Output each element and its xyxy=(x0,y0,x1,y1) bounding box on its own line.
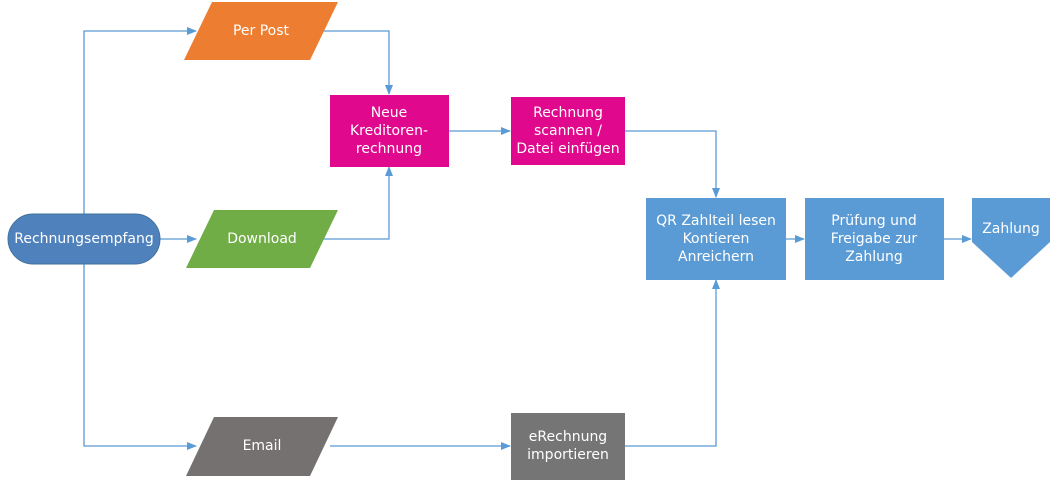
node-label-line: Freigabe zur xyxy=(831,231,918,247)
node-erechnung-importieren: eRechnung importieren xyxy=(511,413,625,480)
node-label-line: Rechnungsempfang xyxy=(14,231,154,247)
node-label-line: Datei einfügen xyxy=(516,141,619,157)
node-label-line: Kreditoren- xyxy=(350,123,428,139)
node-rechnung-scannen: Rechnung scannen / Datei einfügen xyxy=(511,97,625,165)
node-label-line: Neue xyxy=(371,105,408,121)
node-label-line: Anreichern xyxy=(678,249,754,265)
node-label-line: Zahlung xyxy=(982,221,1040,237)
parallelogram-shape xyxy=(186,417,338,476)
node-label-line: Per Post xyxy=(233,23,290,39)
connector-start-to-per-post xyxy=(83,27,197,214)
parallelogram-shape xyxy=(186,210,338,268)
node-label-line: scannen / xyxy=(534,123,602,139)
node-label-line: Prüfung und xyxy=(831,213,916,229)
node-label-line: eRechnung xyxy=(529,429,607,445)
node-label-erechnung-importieren: eRechnung importieren xyxy=(527,429,609,463)
node-label-line: Email xyxy=(243,438,282,454)
node-label-rechnung-scannen: Rechnung scannen / Datei einfügen xyxy=(516,105,619,157)
process-shape xyxy=(511,97,625,165)
node-label-line: QR Zahlteil lesen xyxy=(656,213,776,229)
connector-per-post-to-neue xyxy=(320,30,393,95)
node-label-email: Email xyxy=(243,438,282,454)
connector-start-to-email xyxy=(83,264,197,450)
node-label-zahlung: Zahlung xyxy=(982,221,1040,237)
node-rechnungsempfang: Rechnungsempfang xyxy=(7,213,161,265)
connectors xyxy=(83,27,972,450)
node-label-line: importieren xyxy=(527,447,609,463)
node-label-rechnungsempfang: Rechnungsempfang xyxy=(14,231,154,247)
node-label-line: rechnung xyxy=(356,141,422,157)
node-download: Download xyxy=(186,210,338,268)
node-label-line: Zahlung xyxy=(845,249,903,265)
node-label-line: Download xyxy=(227,231,297,247)
connector-download-to-neue xyxy=(320,166,393,240)
process-shape xyxy=(330,95,449,167)
node-email: Email xyxy=(186,417,338,476)
node-label-download: Download xyxy=(227,231,297,247)
node-label-per-post: Per Post xyxy=(233,23,290,39)
process-shape xyxy=(805,198,944,280)
node-zahlung: Zahlung xyxy=(972,198,1050,278)
terminal-shape xyxy=(7,213,161,265)
connector-scannen-to-qr xyxy=(625,130,720,198)
offpage-connector-shape xyxy=(972,198,1050,278)
node-label-line: Kontieren xyxy=(683,231,750,247)
node-per-post: Per Post xyxy=(184,2,338,60)
process-shape xyxy=(646,198,786,280)
connector-erechnung-to-qr xyxy=(625,279,720,447)
parallelogram-shape xyxy=(184,2,338,60)
node-label-line: Rechnung xyxy=(533,105,603,121)
process-shape xyxy=(511,413,625,480)
